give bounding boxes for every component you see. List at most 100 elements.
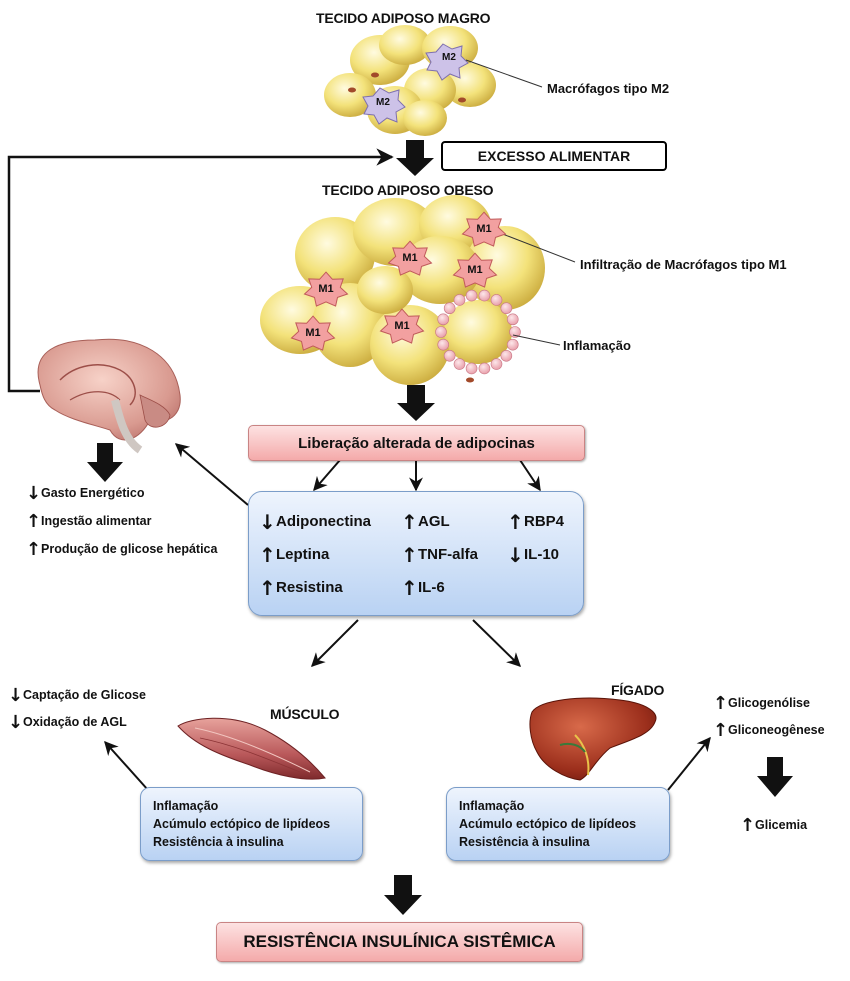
brain-down-arrow [87,443,123,482]
m1-macrophage [452,252,498,288]
systemic-insulin-resistance-box: RESISTÊNCIA INSULÍNICA SISTÊMICA [216,922,583,962]
up-arrow-icon: ↑ [26,511,42,532]
up-arrow-icon: ↑ [259,576,276,600]
up-arrow-icon: ↑ [401,576,418,600]
inflammation-bead [443,349,456,362]
inflammation-bead [453,294,466,306]
inflammation-bead-ring [435,289,521,375]
inflammation-bead [478,289,491,302]
liver-box-line: Acúmulo ectópico de lipídeos [459,817,637,831]
glycemia-effect: ↑Glicemia [740,815,807,836]
adipokine-release-box: Liberação alterada de adipocinas [248,425,585,461]
glycemia-down-arrow [757,757,793,797]
up-arrow-icon: ↑ [713,720,729,741]
glycemia-label: Glicemia [755,817,808,832]
inflammation-bead [465,289,478,302]
adipokine-name: IL-6 [418,578,445,596]
inflammation-bead [437,313,450,326]
liver-title: FÍGADO [611,682,665,698]
liver-illustration [529,697,657,781]
final-down-arrow [384,875,422,915]
adipokine-arrow-left [313,459,341,492]
liver-box-line: Inflamação [459,799,525,813]
adipokine-item: ↓IL-10 [507,543,559,567]
to-brain-arrow [174,443,249,506]
up-arrow-icon: ↑ [713,693,729,714]
effect-label: Oxidação de AGL [23,714,127,729]
inflammation-bead [465,362,478,375]
m1-label: M1 [394,320,410,332]
effect-item: ↓Oxidação de AGL [8,712,127,733]
to-muscle-arrow [311,619,359,667]
feedback-loop-arrow [7,148,394,393]
effect-item: ↑Ingestão alimentar [26,511,151,532]
up-arrow-icon: ↑ [740,815,756,836]
effect-label: Glicogenólise [728,695,810,710]
adipokine-item: ↑Resistina [259,576,343,600]
adipokine-item: ↓Adiponectina [259,510,371,534]
lean-adipose-tissue [324,25,496,136]
to-liver-arrow [472,619,522,667]
m2-callout-line [465,59,543,88]
inflammation-bead [453,358,466,370]
up-arrow-icon: ↑ [259,543,276,567]
m2-macrophage [425,43,469,81]
obese-down-arrow [397,385,435,421]
adipokine-name: TNF-alfa [418,545,478,563]
up-arrow-icon: ↑ [401,510,418,534]
muscle-illustration [177,717,326,780]
m1-macrophage [461,211,507,247]
down-arrow-icon: ↓ [259,510,276,534]
obese-tissue-title: TECIDO ADIPOSO OBESO [322,182,494,198]
inflammation-bead [478,362,491,375]
m1-callout: Infiltração de Macrófagos tipo M1 [580,257,787,272]
down-arrow-icon: ↓ [8,712,24,733]
muscle-box-line: Inflamação [153,799,219,813]
adipokine-name: AGL [418,512,450,530]
adipokine-item: ↑TNF-alfa [401,543,478,567]
inflammation-bead [500,349,513,362]
up-arrow-icon: ↑ [26,539,42,560]
brain-illustration [37,338,181,454]
m1-label: M1 [476,223,492,235]
m1-label: M1 [305,327,321,339]
inflammation-bead [437,338,450,351]
m1-macrophage [303,271,349,307]
down-arrow-icon: ↓ [507,543,524,567]
liver-box-line: Resistência à insulina [459,835,590,849]
m1-macrophage [379,308,425,344]
effect-item: ↓Gasto Energético [26,483,145,504]
adipokine-arrow-right [519,459,541,492]
adipokine-name: RBP4 [524,512,565,530]
down-arrow-icon: ↓ [8,685,24,706]
muscle-box-line: Acúmulo ectópico de lipídeos [153,817,331,831]
to-muscle-effects-arrow [104,740,149,791]
inflammation-bead [500,302,513,315]
m2-macrophage [362,87,406,125]
adipokine-item: ↑Leptina [259,543,329,567]
inflammation-bead [506,313,519,326]
excess-down-arrow [396,140,434,176]
adipokine-name: Leptina [276,545,330,563]
effect-label: Ingestão alimentar [41,513,152,528]
to-liver-effects-arrow [667,736,711,791]
muscle-title: MÚSCULO [270,706,340,722]
muscle-box-line: Resistência à insulina [153,835,284,849]
up-arrow-icon: ↑ [401,543,418,567]
inflammation-callout: Inflamação [563,338,631,353]
inflammation-bead [443,302,456,315]
m1-label: M1 [402,252,418,264]
adipokines-box: ↓Adiponectina↑Leptina↑Resistina ↑AGL↑TNF… [248,491,584,616]
adipokine-name: Adiponectina [276,512,372,530]
effect-item: ↑Produção de glicose hepática [26,539,217,560]
effect-label: Captação de Glicose [23,687,146,702]
excess-food-box: EXCESSO ALIMENTAR [441,141,667,171]
effect-item: ↑Glicogenólise [713,693,810,714]
m2-label: M2 [376,97,390,108]
lean-tissue-title: TECIDO ADIPOSO MAGRO [316,10,491,26]
effect-item: ↑Gliconeogênese [713,720,825,741]
m2-label: M2 [442,52,456,63]
m1-macrophage [290,315,336,351]
effect-item: ↓Captação de Glicose [8,685,146,706]
